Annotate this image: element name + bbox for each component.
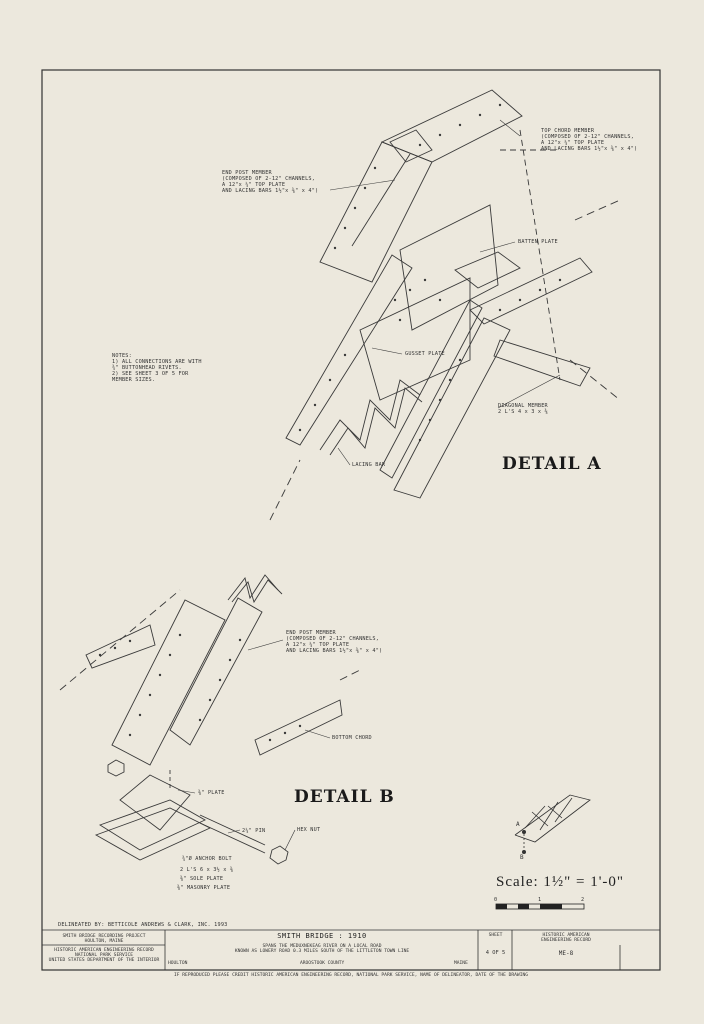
- key-label-a: A: [516, 821, 520, 828]
- footer-credit: IF REPRODUCED PLEASE CREDIT HISTORIC AME…: [173, 973, 528, 978]
- haer-label: HISTORIC AMERICAN ENGINEERING RECORD: [541, 933, 591, 944]
- label-top-chord: TOP CHORD MEMBER (COMPOSED OF 2-12" CHAN…: [541, 128, 638, 152]
- haer-number: ME-8: [558, 950, 574, 957]
- key-point-b: [522, 850, 526, 854]
- top-chord-member: [380, 89, 523, 163]
- detail-a-drawing: [269, 89, 621, 521]
- end-post-web-b: [169, 597, 263, 746]
- diag-stub: [493, 339, 591, 387]
- scale-tick-1: 1: [538, 897, 542, 903]
- masonry-plate: [94, 807, 212, 861]
- end-post-member-b: [111, 599, 226, 766]
- scale-bar: [495, 903, 585, 910]
- label-bottom-chord: BOTTOM CHORD: [332, 735, 372, 741]
- label-plate: ⅜" PLATE: [198, 790, 225, 796]
- upper-chord-right: [469, 257, 593, 325]
- label-diagonal-member: DIAGONAL MEMBER 2 L'S 4 x 3 x ⅜: [498, 403, 548, 415]
- label-masonry-plate: ⅜" MASONRY PLATE: [177, 885, 231, 891]
- pin: [199, 814, 266, 846]
- leaders-a: [329, 119, 561, 466]
- bottom-chord-left: [85, 624, 156, 669]
- label-batten-plate: BATTEN PLATE: [518, 239, 558, 245]
- batten-plate: [454, 251, 521, 289]
- label-anchor-bolt: ¾"Ø ANCHOR BOLT: [182, 856, 232, 862]
- drawing-title: SMITH BRIDGE : 1910: [277, 932, 367, 940]
- scale-tick-2: 2: [581, 897, 585, 903]
- agency: HISTORIC AMERICAN ENGINEERING RECORD NAT…: [48, 948, 160, 964]
- sheet-border: [41, 69, 661, 971]
- key-label-b: B: [520, 854, 524, 861]
- town: HOULTON: [168, 961, 188, 966]
- diagonal-member-2: [379, 299, 483, 479]
- hex-nut: [269, 845, 289, 865]
- key-truss: [514, 794, 591, 852]
- batten-plate-box: [399, 204, 499, 331]
- sheet-label: SHEET: [488, 933, 503, 938]
- label-sole-plate: ⅜" SOLE PLATE: [180, 876, 224, 882]
- shoe-gusset: [119, 774, 191, 831]
- detail-b-drawing: [59, 574, 361, 865]
- label-angles: 2 L'S 6 x 3½ x ⅜: [180, 867, 234, 873]
- label-pin: 2¼" PIN: [242, 828, 266, 834]
- sheet-number: 4 OF 5: [485, 950, 506, 956]
- leaders-b: [177, 639, 331, 851]
- lacing-bar: [319, 379, 421, 451]
- state: MAINE: [454, 961, 468, 966]
- delineator: DELINEATED BY: BETTICOLE ANDREWS & CLARK…: [58, 922, 228, 928]
- detail-a-title: DETAIL A: [502, 454, 602, 474]
- key-point-a: [522, 830, 526, 834]
- label-end-post-b: END POST MEMBER (COMPOSED OF 2-12" CHANN…: [286, 630, 383, 654]
- rivets-b: [98, 633, 302, 742]
- notes: NOTES: 1) ALL CONNECTIONS ARE WITH ¾" BU…: [112, 353, 202, 383]
- bottom-chord-right: [254, 699, 343, 756]
- end-post-member-a: [319, 141, 433, 283]
- sole-plate: [98, 799, 206, 851]
- scale-text: Scale: 1½" = 1'-0": [496, 874, 625, 890]
- rivets-a: [298, 103, 562, 442]
- diagonal-member: [393, 317, 511, 499]
- county: AROOSTOOK COUNTY: [300, 961, 345, 966]
- label-gusset-plate: GUSSET PLATE: [405, 351, 445, 357]
- detail-b-title: DETAIL B: [294, 787, 395, 807]
- lacing-bar-b: [227, 574, 279, 601]
- gusset-plate: [359, 277, 471, 401]
- scale-tick-0: 0: [494, 897, 498, 903]
- hex-nut-top: [107, 759, 125, 777]
- title-block-frame: [42, 929, 660, 970]
- label-lacing-bar: LACING BAR: [352, 462, 386, 468]
- label-hex-nut: HEX NUT: [297, 827, 321, 833]
- project-name: SMITH BRIDGE RECORDING PROJECT HOULTON, …: [62, 934, 146, 945]
- top-chord-band: [389, 129, 433, 163]
- post-a-left: [285, 254, 413, 446]
- drawing-subtitle: SPANS THE MEDUXNEKEAG RIVER ON A LOCAL R…: [234, 944, 410, 955]
- label-end-post-a: END POST MEMBER (COMPOSED OF 2-12" CHANN…: [222, 170, 319, 194]
